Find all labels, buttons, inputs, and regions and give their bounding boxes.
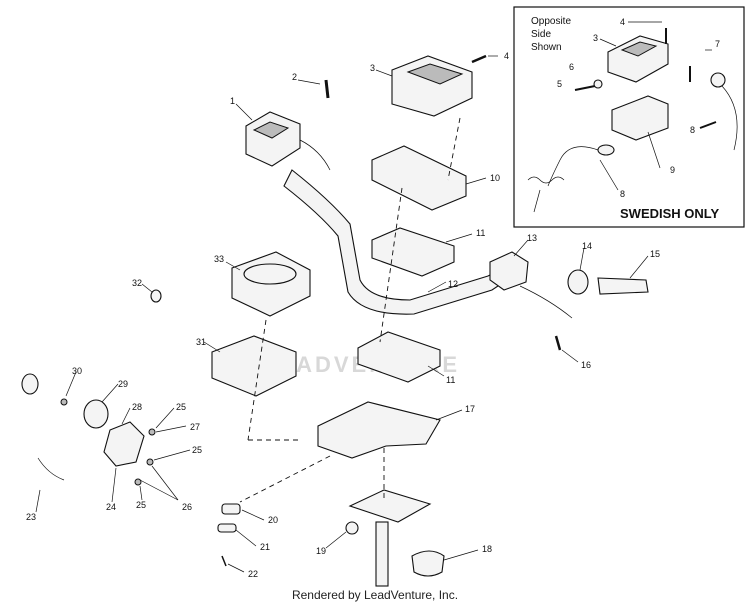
screw-30 [60, 398, 68, 406]
inset-callout-3: 3 [593, 33, 598, 43]
bracket-24 [103, 421, 145, 467]
switch-housing-face [406, 63, 464, 85]
inset-screw-8 [699, 121, 717, 129]
callout-28: 28 [132, 402, 142, 412]
inset-clip [533, 189, 541, 213]
callout-30: 30 [72, 366, 82, 376]
callout-16: 16 [581, 360, 591, 370]
inset-kill-switch [710, 72, 726, 88]
inset-tether-plug [597, 144, 615, 156]
pin-22 [221, 555, 227, 567]
callout-33: 33 [214, 254, 224, 264]
callout-22: 22 [248, 569, 258, 579]
callout-21: 21 [260, 542, 270, 552]
inset-screw-5 [574, 85, 596, 91]
inset-note-line-1: Opposite [531, 16, 571, 27]
callout-32: 32 [132, 278, 142, 288]
callout-26: 26 [182, 502, 192, 512]
steering-plate [317, 401, 441, 459]
steering-post [375, 521, 389, 587]
inset-lanyard [547, 146, 599, 187]
nut-25-a [148, 428, 156, 436]
callout-17: 17 [465, 404, 475, 414]
throttle-face [252, 121, 290, 139]
brake-lever [519, 285, 573, 319]
inset-callout-9: 9 [670, 165, 675, 175]
callout-25-c: 25 [136, 500, 146, 510]
callout-2: 2 [292, 72, 297, 82]
mount-plate [371, 145, 467, 211]
inset-switch-face [620, 41, 658, 57]
grommet-20 [221, 503, 241, 515]
callout-20: 20 [268, 515, 278, 525]
ring-29 [83, 399, 109, 429]
inset-bracket [611, 95, 669, 141]
throttle-cable [299, 139, 331, 171]
footer-credit: Rendered by LeadVenture, Inc. [291, 588, 459, 602]
grommet-21 [217, 523, 237, 533]
light-cylinder [21, 373, 39, 395]
callout-11-lower: 11 [446, 375, 455, 385]
nut-19 [345, 521, 359, 535]
callout-27: 27 [190, 422, 200, 432]
inset-callout-5: 5 [557, 79, 562, 89]
callout-25-b: 25 [192, 445, 202, 455]
bar-clamp-upper [371, 227, 455, 277]
callout-15: 15 [650, 249, 660, 259]
inset-note-line-2: Side [531, 29, 551, 40]
inset-callout-8-right: 8 [690, 125, 695, 135]
screw-4 [471, 54, 487, 64]
callout-29: 29 [118, 379, 128, 389]
nut-25-b [146, 458, 154, 466]
inset-callout-6: 6 [569, 62, 574, 72]
callout-23: 23 [26, 512, 36, 522]
clamp-18 [411, 550, 445, 577]
inset-swedish-only-badge: SWEDISH ONLY [620, 206, 720, 221]
handlebar-grip [597, 277, 649, 295]
callout-25-a: 25 [176, 402, 186, 412]
steering-post-plate [348, 489, 432, 523]
screw-2 [324, 79, 330, 99]
hand-warmer-knob [567, 269, 589, 295]
inset-wire [721, 85, 738, 151]
callout-31: 31 [196, 337, 206, 347]
callout-10: 10 [490, 173, 500, 183]
wire-23 [37, 457, 65, 481]
throttle-control [245, 111, 301, 167]
brake-master-cylinder [489, 251, 529, 291]
inset-callout-4: 4 [620, 17, 625, 27]
screw-16 [554, 335, 562, 351]
callout-19: 19 [316, 546, 326, 556]
inset-box: Opposite Side Shown SWEDISH ONLY 4 3 7 6… [513, 6, 745, 228]
inset-callout-7: 7 [715, 39, 720, 49]
callout-24: 24 [106, 502, 116, 512]
gauge-cup [211, 335, 297, 397]
callout-4: 4 [504, 51, 509, 61]
callout-12: 12 [448, 279, 458, 289]
callout-1: 1 [230, 96, 235, 106]
callout-3: 3 [370, 63, 375, 73]
callout-11-upper: 11 [476, 228, 485, 238]
inset-callout-8-lower: 8 [620, 189, 625, 199]
bar-clamp-lower [357, 331, 441, 383]
bulb-32 [150, 289, 162, 303]
inset-coil [527, 176, 565, 184]
callout-14: 14 [582, 241, 592, 251]
inset-note-line-3: Shown [531, 42, 562, 53]
inset-washer-6 [593, 79, 603, 89]
nut-25-c [134, 478, 142, 486]
callout-18: 18 [482, 544, 492, 554]
callout-13: 13 [527, 233, 537, 243]
speedometer-dial [243, 263, 297, 285]
